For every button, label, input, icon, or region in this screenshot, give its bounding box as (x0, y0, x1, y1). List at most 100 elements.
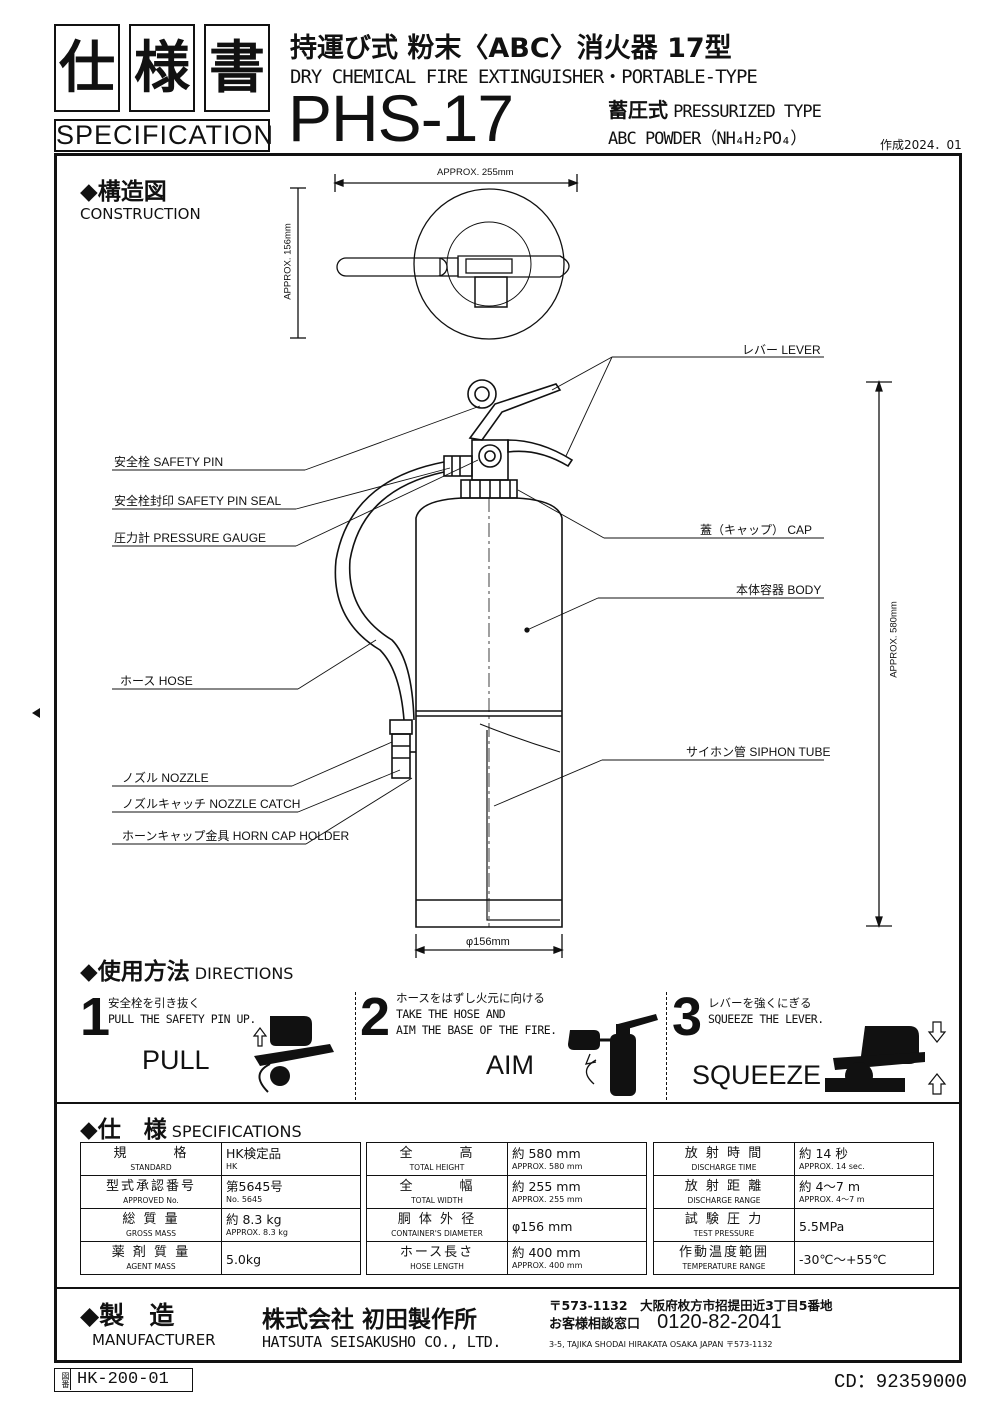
pull-illustration (252, 1016, 334, 1093)
spec-value-en: APPROX. 580 mm (512, 1162, 583, 1171)
spec-value-en: APPROX. 400 mm (512, 1261, 583, 1270)
squeeze-illustration (825, 1021, 947, 1095)
spec-value-jp: 約 14 秒 (799, 1146, 848, 1161)
dim-height-label: APPROX. 580mm (888, 601, 900, 678)
company-name-jp: 株式会社 初田製作所 (262, 1306, 478, 1333)
spec-value-jp: 約 255 mm (512, 1179, 581, 1194)
address-en: 3-5, TAJIKA SHODAI HIRAKATA OSAKA JAPAN … (549, 1340, 773, 1349)
spec-value-en: APPROX. 8.3 kg (226, 1228, 289, 1237)
title-kanji-3: 書 (204, 24, 270, 112)
side-marker (32, 708, 40, 718)
type-en: PRESSURIZED TYPE (673, 102, 822, 122)
step-1-number: 1 (80, 987, 111, 1047)
spec-label-en: CONTAINER'S DIAMETER (391, 1228, 483, 1238)
spec-label-jp: 放 射 時 間 (684, 1145, 764, 1161)
label-body: 本体容器 BODY (736, 583, 822, 597)
spec-value-jp: 約 8.3 kg (226, 1212, 282, 1227)
spec-bottom-rule (57, 1287, 959, 1289)
model-number: PHS-17 (288, 81, 514, 155)
drawing-number-label: 図番 (55, 1369, 71, 1390)
spec-label-jp: 胴 体 外 径 (397, 1211, 477, 1227)
spec-label-jp: 薬 剤 質 量 (111, 1244, 191, 1260)
dim-diameter-label: φ156mm (466, 936, 510, 948)
spec-label-jp: 規 格 (113, 1145, 189, 1161)
spec-value-jp: 約 400 mm (512, 1245, 581, 1260)
step-3-en: SQUEEZE THE LEVER. (708, 1012, 824, 1026)
specification-label: SPECIFICATION (54, 119, 275, 152)
label-lever: レバー LEVER (742, 343, 821, 357)
spec-label-en: HOSE LENGTH (410, 1261, 464, 1271)
spec-label-en: STANDARD (130, 1162, 172, 1172)
aim-illustration (568, 1014, 658, 1096)
type-line: 蓄圧式 PRESSURIZED TYPE (608, 94, 822, 123)
step-3-number: 3 (672, 987, 703, 1047)
dim-height-line (866, 379, 892, 929)
dim-diameter-line (414, 934, 564, 958)
construction-subtitle: CONSTRUCTION (80, 205, 201, 223)
directions-bottom-rule (57, 1102, 959, 1104)
body-dot (524, 627, 530, 633)
label-safety-pin-seal: 安全栓封印 SAFETY PIN SEAL (114, 494, 282, 508)
spec-label-en: TOTAL WIDTH (411, 1195, 463, 1205)
spec-label-jp: 試 験 圧 力 (684, 1211, 764, 1227)
company-name-en: HATSUTA SEISAKUSHO CO., LTD. (262, 1333, 501, 1351)
extinguisher-side-view (334, 379, 574, 928)
dim-width-line (333, 174, 579, 192)
spec-label-en: APPROVED No. (123, 1195, 179, 1205)
specifications-subtitle: SPECIFICATIONS (171, 1122, 302, 1141)
spec-value-jp: 第5645号 (226, 1179, 283, 1194)
spec-value: -30℃～+55℃ (799, 1251, 887, 1267)
spec-label-en: AGENT MASS (126, 1261, 176, 1271)
title-kanji-2: 様 (129, 24, 195, 112)
spec-value-en: HK (226, 1162, 238, 1171)
spec-value-en: APPROX. 4～7 m (799, 1195, 865, 1204)
spec-value-jp: 約 580 mm (512, 1146, 581, 1161)
drawing-number: HK-200-01 (77, 1370, 169, 1389)
step-1-word: PULL (142, 1045, 210, 1075)
spec-label-jp: 総 質 量 (122, 1211, 180, 1227)
spec-value: φ156 mm (512, 1218, 573, 1234)
label-safety-pin: 安全栓 SAFETY PIN (114, 455, 224, 469)
title-en: DRY CHEMICAL FIRE EXTINGUISHER・PORTABLE-… (290, 66, 758, 88)
manufacturer-title: ◆製 造 (80, 1301, 175, 1330)
label-hose: ホース HOSE (120, 674, 193, 688)
label-horn-cap-holder: ホーンキャップ金具 HORN CAP HOLDER (122, 829, 350, 843)
spec-label-jp: ホース長さ (399, 1244, 475, 1260)
step-divider-2 (666, 992, 667, 1100)
construction-title: ◆構造図 (80, 179, 167, 205)
spec-label-en: DISCHARGE TIME (691, 1162, 757, 1172)
spec-label-jp: 放 射 距 離 (684, 1178, 764, 1194)
consult-label: お客様相談窓口 (549, 1317, 641, 1332)
main-frame (54, 153, 962, 1363)
step-1-en: PULL THE SAFETY PIN UP. (108, 1012, 256, 1026)
top-view (336, 188, 570, 340)
spec-label-en: TOTAL HEIGHT (409, 1162, 465, 1172)
address-jp: 〒573-1132 大阪府枚方市招提田近3丁目5番地 (549, 1298, 833, 1313)
spec-value-en: APPROX. 14 sec. (799, 1162, 865, 1171)
powder-type: ABC POWDER（NH₄H₂PO₄） (608, 129, 807, 149)
spec-label-jp: 作動温度範囲 (678, 1244, 769, 1260)
drawing-number-box: 図番 HK-200-01 (54, 1368, 193, 1392)
dim-depth-label: APPROX. 156mm (282, 223, 294, 300)
label-pressure-gauge: 圧力計 PRESSURE GAUGE (114, 531, 267, 545)
consult-line: お客様相談窓口 0120-82-2041 (549, 1311, 782, 1334)
spec-label-en: DISCHARGE RANGE (687, 1195, 761, 1205)
spec-label-en: GROSS MASS (126, 1228, 176, 1238)
step-3-word: SQUEEZE (692, 1060, 822, 1090)
spec-value-jp: 約 4～7 m (799, 1179, 861, 1194)
step-2-number: 2 (360, 987, 391, 1047)
spec-value-en: APPROX. 255 mm (512, 1195, 583, 1204)
dim-width-label: APPROX. 255mm (437, 167, 514, 178)
spec-value-en: No. 5645 (226, 1195, 263, 1204)
spec-label-en: TEMPERATURE RANGE (682, 1261, 766, 1271)
